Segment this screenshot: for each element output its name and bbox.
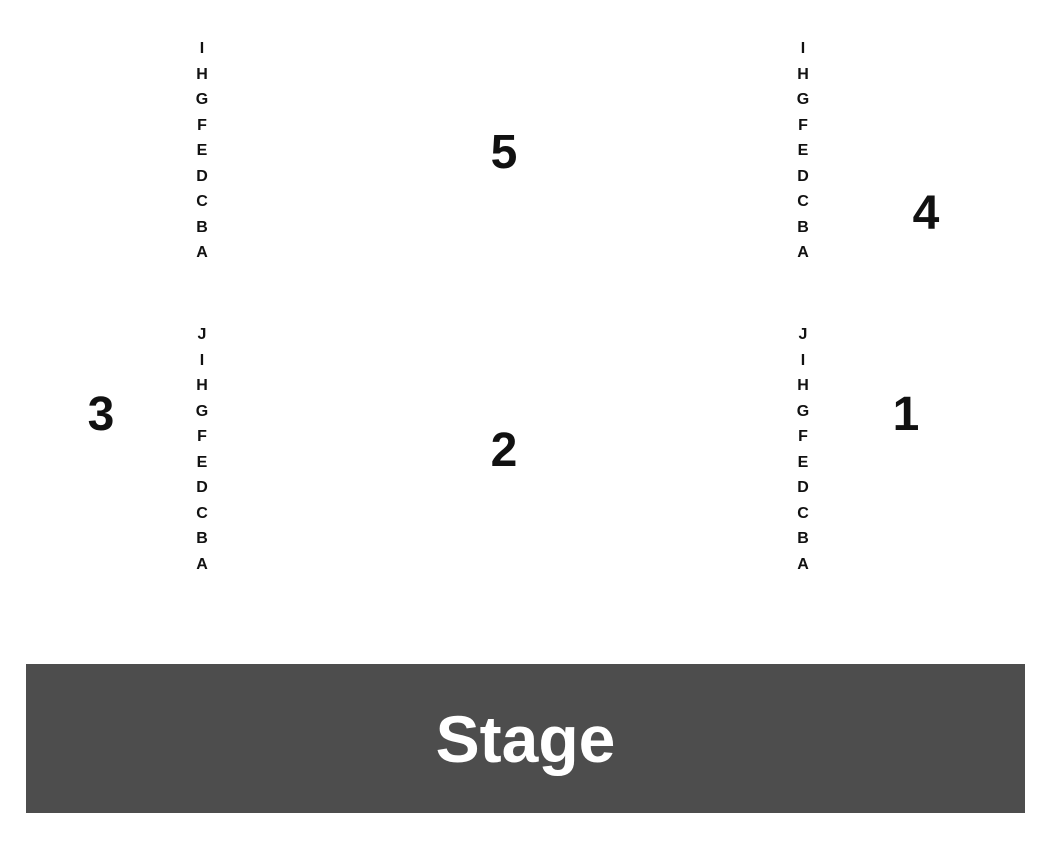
section-3-label: 3 xyxy=(87,388,115,441)
section-4-label: 4 xyxy=(912,187,940,240)
row-label: G xyxy=(796,91,810,108)
row-label: F xyxy=(197,116,207,134)
row-label: H xyxy=(196,65,208,83)
row-label: I xyxy=(199,40,205,57)
stage: Stage xyxy=(26,664,1025,813)
row-label: I xyxy=(199,351,205,369)
row-labels-bottom-right: J I H G F E D C B A xyxy=(788,322,818,577)
row-label: B xyxy=(196,218,208,236)
section-2-label: 2 xyxy=(490,424,518,477)
row-labels-top-left: I H G F E D C B A xyxy=(187,36,217,266)
row-label: E xyxy=(797,453,809,471)
row-label: C xyxy=(797,504,809,522)
row-label: D xyxy=(797,167,809,185)
row-label: E xyxy=(797,142,809,159)
row-label: E xyxy=(196,142,208,159)
row-label: G xyxy=(195,91,209,108)
row-label: C xyxy=(797,193,809,210)
row-label: G xyxy=(195,402,209,420)
stage-label: Stage xyxy=(435,701,616,776)
row-label: D xyxy=(196,167,208,185)
row-label: H xyxy=(196,377,208,394)
row-labels-bottom-left: J I H G F E D C B A xyxy=(187,322,217,577)
row-label: B xyxy=(797,218,809,236)
row-label: G xyxy=(796,402,810,420)
row-label: H xyxy=(797,377,809,394)
row-label: F xyxy=(197,428,207,445)
row-label: F xyxy=(798,428,808,445)
row-label: D xyxy=(797,479,809,496)
row-label: A xyxy=(196,244,208,261)
row-label: A xyxy=(797,244,809,261)
row-label: F xyxy=(798,116,808,134)
row-label: I xyxy=(800,40,806,57)
row-label: H xyxy=(797,65,809,83)
row-label: A xyxy=(797,555,809,573)
row-label: A xyxy=(196,555,208,573)
row-label: D xyxy=(196,479,208,496)
row-label: I xyxy=(800,351,806,369)
row-label: B xyxy=(196,530,208,547)
row-label: E xyxy=(196,453,208,471)
row-label: B xyxy=(797,530,809,547)
row-label: C xyxy=(196,504,208,522)
section-1-label: 1 xyxy=(892,388,920,441)
row-label: C xyxy=(196,193,208,210)
row-labels-top-right: I H G F E D C B A xyxy=(788,36,818,266)
row-label: J xyxy=(798,326,808,343)
section-5-label: 5 xyxy=(490,126,518,179)
row-label: J xyxy=(197,326,207,343)
